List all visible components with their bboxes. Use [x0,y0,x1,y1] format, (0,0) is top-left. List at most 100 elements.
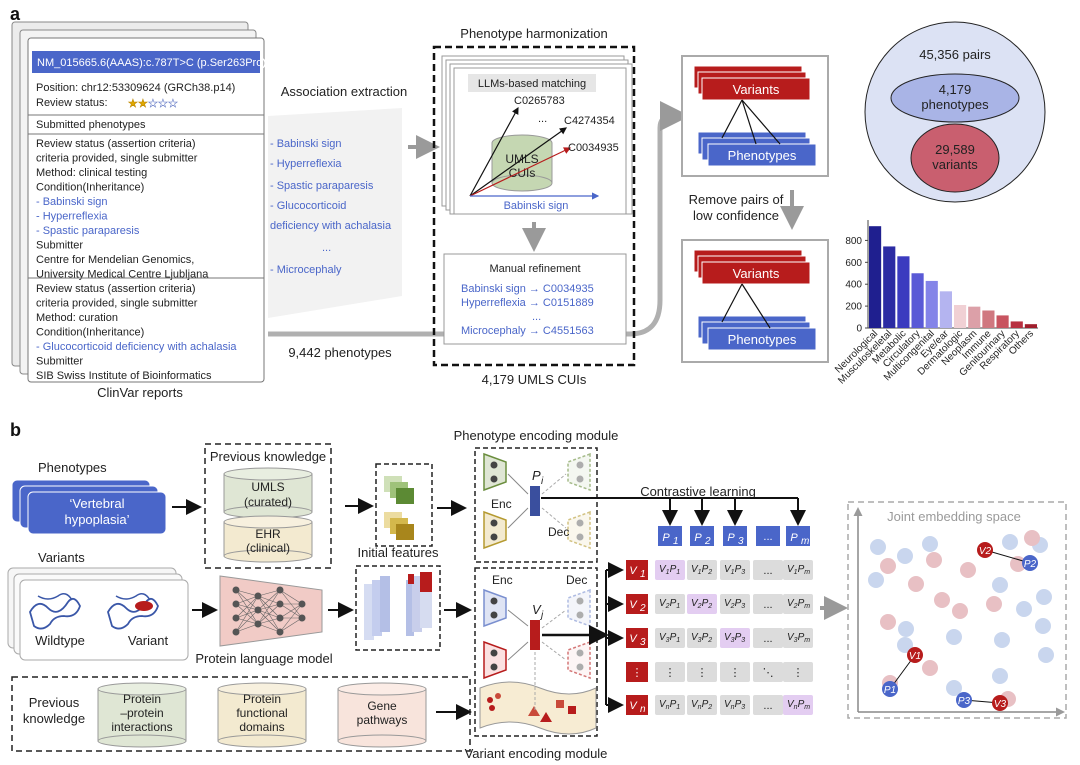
highlight-phenotype-label: P1 [884,685,896,696]
phenotype-embedding-point [868,572,884,588]
dec-line-2 [541,507,567,529]
matrix-cell-label: VnP2 [691,699,712,711]
variant-embedding-point [1024,530,1040,546]
llm-matching-panel: LLMs-based matching UMLS CUIs C0265783 C… [441,55,633,215]
variant-module-title: Variant encoding module [465,746,608,761]
variants-input-label: Variants [38,550,85,565]
matrix-cell-positive [720,628,750,648]
matrix-cell [720,662,750,682]
phenotype-input-stack: ‘Vertebral hypoplasia’ [11,479,167,535]
highlight-variant-point [907,647,923,663]
variant-bus-arrows [606,562,624,713]
cui-mapping: Babinski sign → C0034935 [461,283,594,295]
p-header-label: P [662,532,670,544]
extracted-phenotype: deficiency with achalasia [270,220,392,232]
p-header-sub: 2 [704,536,711,547]
highlight-phenotype-label: P2 [1024,559,1037,570]
matrix-cell [753,695,783,715]
matrix-cell-label: V1P2 [691,564,712,576]
highlight-variant-label: V1 [909,651,921,662]
matrix-cell [687,628,717,648]
chart-bar-musculoskeletal [883,246,896,328]
phenotype-example-1: ‘Vertebral [70,496,125,511]
cui-mapping: Hyperreflexia → C0151889 [461,297,594,309]
v-header-label: ⋮ [632,667,643,679]
umls-curated-label: (curated) [244,495,292,509]
submission-condition: - Glucocorticoid deficiency with achalas… [36,341,237,353]
matrix-ellipsis: ⋮ [665,667,676,679]
p-header-sub: 1 [673,536,679,547]
phenotype-embedding-point [897,548,913,564]
p-header-cell [658,526,682,546]
variant-embedding-vj [530,620,540,650]
submission-line: Method: clinical testing [36,167,147,179]
matrix-cell [655,662,685,682]
dec-line-1 [541,473,567,495]
phenotype-embedding-point [1016,601,1032,617]
v-header-label: V [629,700,638,712]
panel-a-label: a [10,4,21,24]
matrix-cell [687,560,717,580]
p-header-label: P [727,532,735,544]
matrix-ellipsis: ⋮ [793,667,804,679]
matrix-cell-label: V2P2 [691,598,712,610]
llm-matching-label: LLMs-based matching [478,78,586,90]
dataset-venn: 45,356 pairs 4,179 phenotypes 29,589 var… [864,21,1046,203]
phenotype-example-2: hypoplasia’ [64,512,129,527]
ppi-cylinder: Protein –protein interactions [97,682,187,748]
panel-b-label: b [10,420,21,440]
plm-neuron [232,614,240,622]
v-header-cell [626,594,648,614]
v-header-label: V [629,565,638,577]
initial-features-box [355,565,441,651]
variant-module-box [474,567,598,737]
ppi-label-3: interactions [111,720,172,734]
chart-bar-genitourinary [996,315,1009,328]
p-header-sub: m [801,536,809,547]
plm-neuron [232,586,240,594]
extracted-phenotype-list: - Babinski sign- Hyperreflexia- Spastic … [270,138,392,276]
ehr-cylinder: EHR (clinical) [223,515,313,563]
plm-neuron [298,600,306,608]
matrix-cell [655,628,685,648]
matrix-ellipsis: ... [763,700,772,712]
phenotypes-label-top: Phenotypes [728,148,797,163]
chart-bar-multicongenital [925,280,938,328]
enc-line-2 [507,507,529,529]
clinvar-variant-id: NM_015665.6(AAAS):c.787T>C (p.Ser263Pro) [37,57,266,69]
matrix-cell-label: V3P1 [659,632,680,644]
vj-label: V [532,602,542,617]
phenotype-embedding-point [994,632,1010,648]
matrix-cell [753,560,783,580]
variant-embedding-point [986,596,1002,612]
umls-cylinder-label-2: CUIs [509,166,536,180]
phenotypes-label-bottom: Phenotypes [728,332,797,347]
cui-c0034935: C0034935 [568,142,619,154]
extraction-fan [268,108,402,318]
matrix-cell [783,662,813,682]
matrix-cell-label: V2P3 [724,598,745,610]
matrix-cell-label: V2P1 [659,598,680,610]
pathways-label-2: pathways [357,713,408,727]
phenotype-module-box [474,447,598,563]
matrix-cell [687,662,717,682]
knowledge-graph-sheet [479,652,597,735]
phenotype-embedding-point [1036,589,1052,605]
chart-bar-respiratory [1010,321,1023,328]
matrix-cell-label: V3P2 [691,632,712,644]
joint-embedding-box [847,501,1067,719]
cui-c0265783: C0265783 [514,95,565,107]
submission-submitter: Submitter [36,240,83,252]
umls-label: UMLS [251,480,284,494]
variant-dec-label: Dec [566,573,587,587]
p-header-cell [756,526,780,546]
extraction-title: Association extraction [281,84,407,99]
chart-y-tick-label: 200 [845,302,862,313]
protein-language-model [219,575,323,647]
pairs-box-after: Variants Phenotypes [681,239,829,363]
chart-bar-circulatory [911,273,924,328]
phenotype-decoder [567,452,591,550]
variant-embedding-point [952,603,968,619]
pairs-box-before: Variants Phenotypes [681,55,829,177]
